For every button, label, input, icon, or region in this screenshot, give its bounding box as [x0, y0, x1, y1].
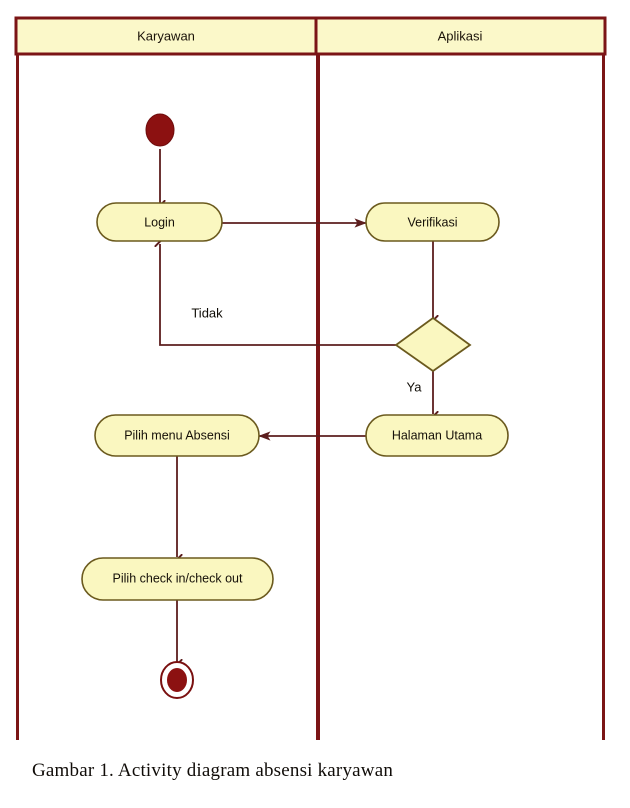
- edge-label-tidak: Tidak: [191, 305, 223, 320]
- node-pilih-check[interactable]: Pilih check in/check out: [81, 557, 274, 601]
- initial-node-circle: [145, 113, 175, 147]
- final-node-core: [167, 668, 187, 692]
- node-pilih-menu-absensi-shape[interactable]: [94, 414, 260, 457]
- node-login-label: Login: [144, 215, 175, 229]
- node-verifikasi[interactable]: Verifikasi: [365, 202, 500, 242]
- lane-title-karyawan: Karyawan: [137, 28, 195, 43]
- lane-header-karyawan: [14, 16, 318, 56]
- node-pilih-menu-absensi[interactable]: Pilih menu Absensi: [94, 414, 260, 457]
- node-pilih-check-shape[interactable]: [81, 557, 274, 601]
- node-verifikasi-shape[interactable]: [365, 202, 500, 242]
- edge-decision-tidak-to-login: [160, 244, 398, 346]
- lane-header-aplikasi: [314, 16, 607, 56]
- node-final: [160, 661, 194, 699]
- node-pilih-check-label: Pilih check in/check out: [113, 571, 243, 585]
- node-halaman-utama-shape[interactable]: [365, 414, 509, 457]
- swimlane-frame: [14, 16, 607, 740]
- node-decision[interactable]: [394, 316, 472, 373]
- node-pilih-menu-absensi-label: Pilih menu Absensi: [124, 428, 230, 442]
- edge-layer: [160, 149, 433, 662]
- node-halaman-utama-label: Halaman Utama: [392, 428, 482, 442]
- node-verifikasi-label: Verifikasi: [407, 215, 457, 229]
- edge-label-ya: Ya: [407, 379, 423, 394]
- activity-diagram-canvas: Karyawan Aplikasi Tidak Ya: [14, 16, 607, 740]
- figure-caption: Gambar 1. Activity diagram absensi karya…: [32, 760, 394, 781]
- node-halaman-utama[interactable]: Halaman Utama: [365, 414, 509, 457]
- lane-title-aplikasi: Aplikasi: [438, 28, 483, 43]
- decision-diamond[interactable]: [394, 316, 472, 373]
- node-login[interactable]: Login: [96, 202, 223, 242]
- node-initial: [145, 113, 175, 147]
- node-login-shape[interactable]: [96, 202, 223, 242]
